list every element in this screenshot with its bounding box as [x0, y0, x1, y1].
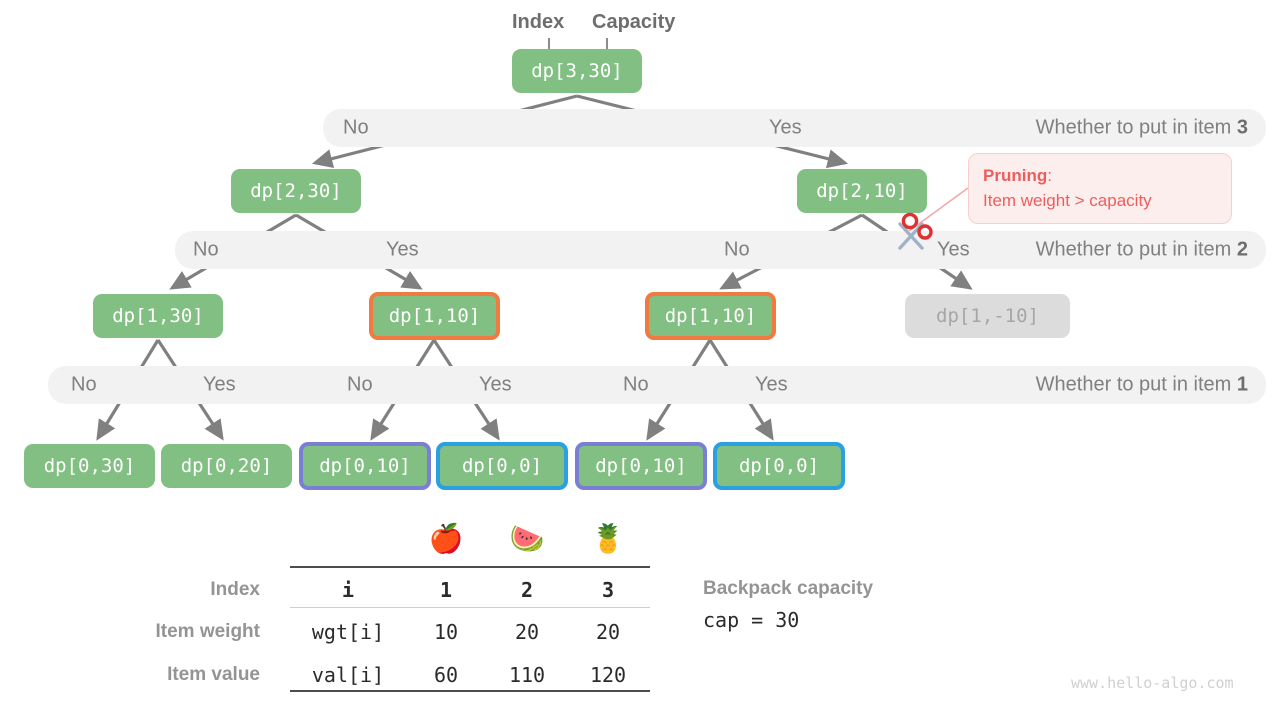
node-dp-2-30[interactable]: dp[2,30]	[231, 169, 361, 213]
capacity-note-value: cap = 30	[703, 608, 800, 632]
band-2-choice-no-1: No	[193, 238, 219, 261]
band-1-choice-no-3: No	[623, 373, 649, 396]
band-item-3: No Yes Whether to put in item 3	[323, 109, 1266, 147]
table-rule-mid	[290, 607, 650, 609]
pruning-callout-body: Item weight > capacity	[983, 190, 1152, 210]
capacity-note: Backpack capacity cap = 30	[703, 578, 873, 632]
table-cell-i: i	[341, 578, 355, 602]
band-1-choice-yes-3: Yes	[755, 373, 788, 396]
node-dp-1-neg10: dp[1,-10]	[905, 294, 1070, 338]
table-rule-top	[290, 566, 650, 568]
pruning-heading-text: Pruning	[983, 166, 1048, 185]
table-cell-index-2: 2	[520, 578, 534, 602]
pruning-heading-suffix: :	[1047, 166, 1052, 185]
watermark: www.hello-algo.com	[1071, 674, 1234, 692]
band-2-description: Whether to put in item 2	[1036, 239, 1248, 262]
node-dp-3-30[interactable]: dp[3,30]	[512, 49, 642, 93]
table-cell-value-1: 60	[433, 663, 459, 687]
band-3-choice-no: No	[343, 116, 369, 139]
table-cell-weight-2: 20	[514, 620, 540, 644]
node-dp-0-0-left[interactable]: dp[0,0]	[436, 442, 568, 490]
band-1-choice-yes-1: Yes	[203, 373, 236, 396]
watermelon-icon: 🍉	[509, 523, 545, 554]
node-dp-0-10-left[interactable]: dp[0,10]	[299, 442, 431, 490]
capacity-annotation-label: Capacity	[592, 11, 676, 33]
band-1-choice-no-2: No	[347, 373, 373, 396]
table-cell-weight-1: 10	[433, 620, 459, 644]
band-item-1: No Yes No Yes No Yes Whether to put in i…	[48, 366, 1266, 404]
node-dp-1-10-right[interactable]: dp[1,10]	[645, 292, 776, 340]
table-row-label-value: Item value	[167, 664, 260, 685]
table-row-label-weight: Item weight	[155, 621, 260, 642]
table-cell-val: val[i]	[311, 663, 385, 687]
pruning-callout-heading: Pruning:	[983, 164, 1217, 189]
node-dp-0-10-right[interactable]: dp[0,10]	[575, 442, 707, 490]
table-rule-bottom	[290, 690, 650, 692]
band-1-description-text: Whether to put in item	[1035, 373, 1237, 396]
table-cell-value-2: 110	[508, 663, 546, 687]
table-cell-wgt: wgt[i]	[311, 620, 385, 644]
table-row-label-index: Index	[210, 579, 260, 600]
band-1-choice-yes-2: Yes	[479, 373, 512, 396]
index-annotation-label: Index	[512, 11, 565, 33]
pruning-callout: Pruning: Item weight > capacity	[968, 153, 1232, 225]
band-3-description: Whether to put in item 3	[1036, 117, 1248, 140]
node-dp-0-20[interactable]: dp[0,20]	[161, 444, 292, 488]
band-2-description-text: Whether to put in item	[1035, 238, 1237, 261]
table-cell-value-3: 120	[589, 663, 627, 687]
node-dp-0-0-right[interactable]: dp[0,0]	[713, 442, 845, 490]
node-dp-1-10-left[interactable]: dp[1,10]	[369, 292, 500, 340]
band-item-2: No Yes No Yes Whether to put in item 2	[175, 231, 1266, 269]
band-2-item-number: 2	[1236, 238, 1248, 261]
band-3-choice-yes: Yes	[769, 116, 802, 139]
table-cell-weight-3: 20	[595, 620, 621, 644]
band-1-item-number: 1	[1236, 373, 1248, 396]
band-2-choice-yes-2: Yes	[937, 238, 970, 261]
apple-icon: 🍎	[428, 523, 464, 554]
node-dp-1-30[interactable]: dp[1,30]	[93, 294, 223, 338]
table-cell-index-1: 1	[439, 578, 453, 602]
band-3-description-text: Whether to put in item	[1035, 116, 1237, 139]
table-cell-index-3: 3	[601, 578, 615, 602]
band-2-choice-no-2: No	[724, 238, 750, 261]
node-dp-2-10[interactable]: dp[2,10]	[797, 169, 927, 213]
band-2-choice-yes-1: Yes	[386, 238, 419, 261]
node-dp-0-30[interactable]: dp[0,30]	[24, 444, 155, 488]
band-1-description: Whether to put in item 1	[1036, 374, 1248, 397]
pineapple-icon: 🍍	[590, 523, 626, 554]
capacity-note-title: Backpack capacity	[703, 578, 874, 599]
band-1-choice-no-1: No	[71, 373, 97, 396]
band-3-item-number: 3	[1236, 116, 1248, 139]
